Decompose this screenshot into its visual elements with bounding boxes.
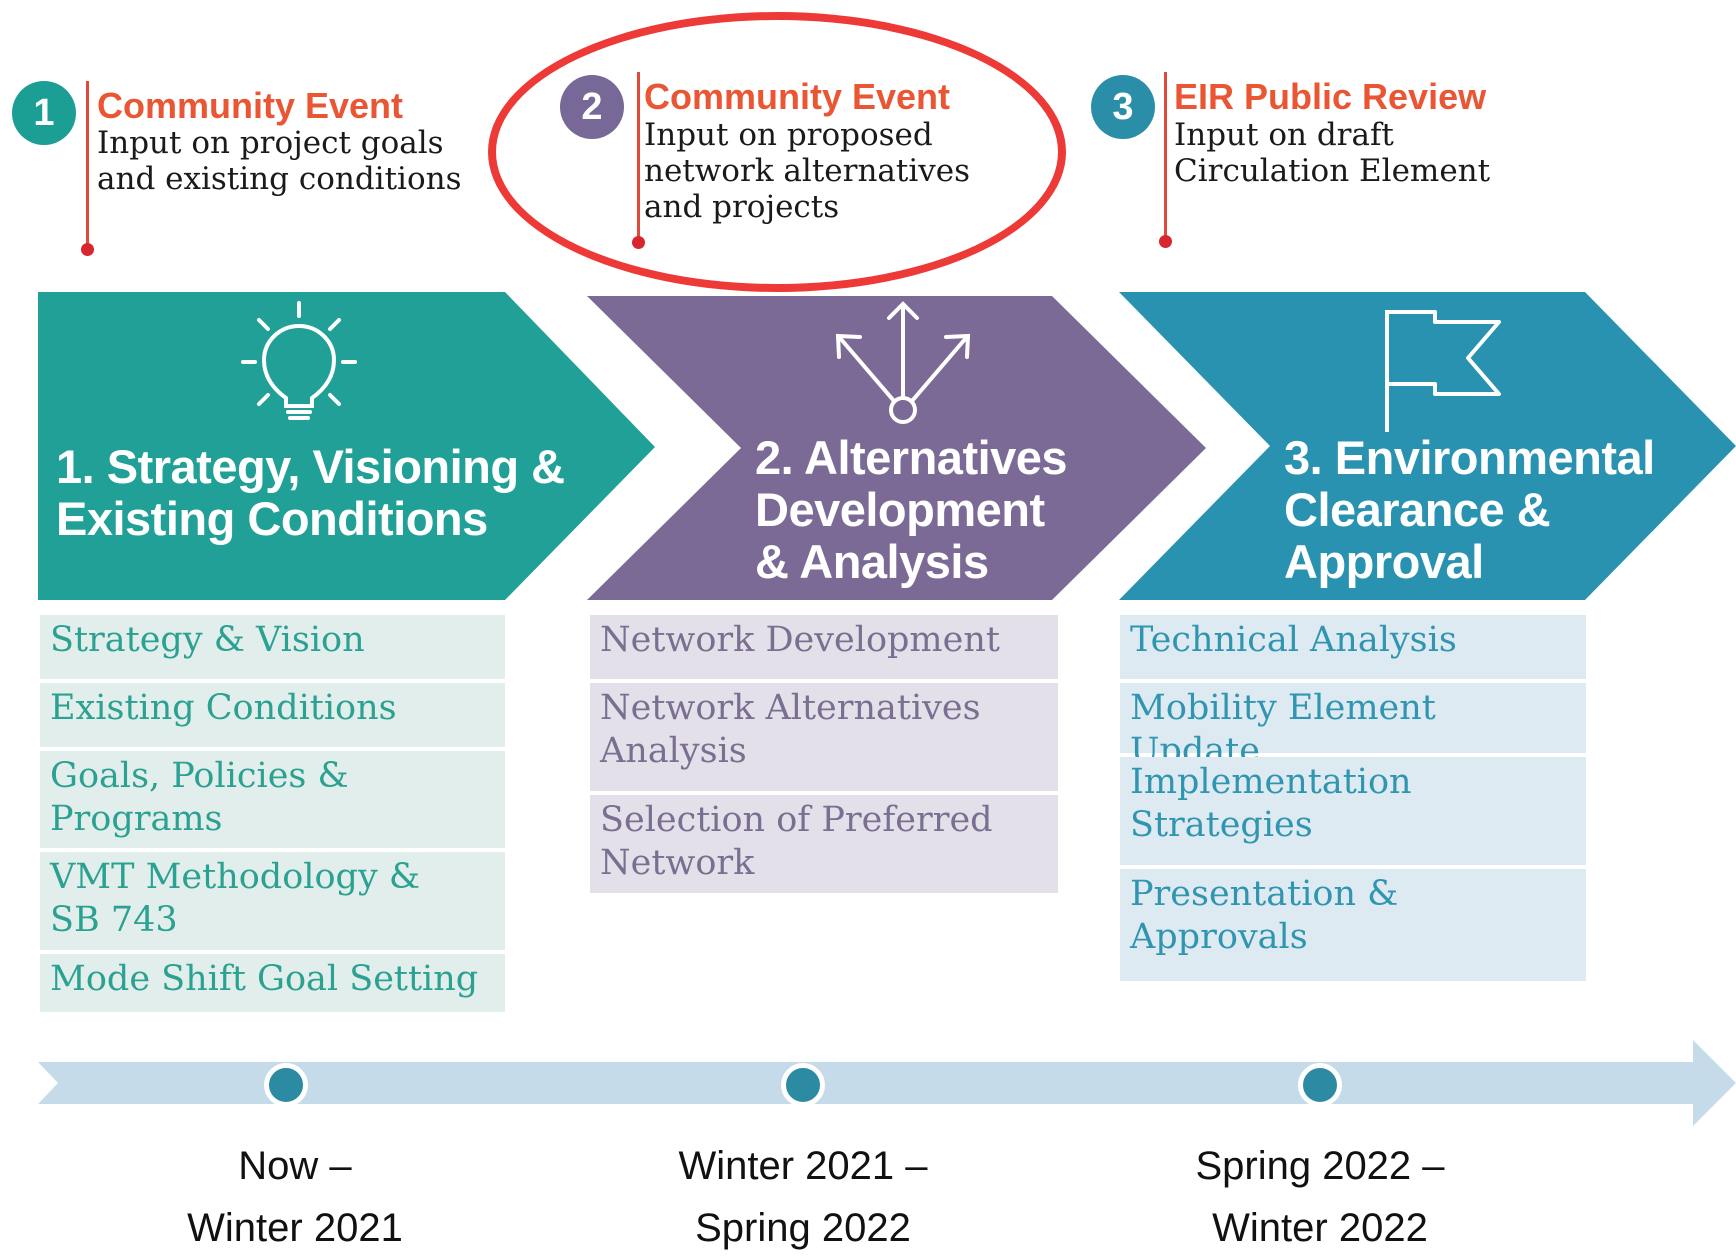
flag-icon — [1385, 310, 1501, 432]
phase-2-title: 2. Alternatives Development & Analysis — [755, 431, 1068, 588]
timeline-label: Winter 2021 – Spring 2022 — [678, 1144, 928, 1250]
event-marker-dot — [1159, 235, 1172, 248]
event-description: Input on proposed network alternatives a… — [644, 117, 971, 225]
event-marker-line — [1164, 72, 1167, 238]
task-item: Mode Shift Goal Setting — [40, 954, 505, 1012]
event-marker-line — [86, 81, 89, 244]
lightbulb-icon — [241, 301, 357, 420]
timeline-dot — [1298, 1063, 1342, 1107]
event-title: Community Event — [97, 85, 404, 126]
task-item: Network Alternatives Analysis — [590, 683, 1058, 791]
phase-3-title: 3. Environmental Clearance & Approval — [1284, 431, 1655, 588]
event-number-badge: 3 — [1091, 75, 1155, 139]
event-description: Input on project goals and existing cond… — [97, 125, 462, 197]
task-item: Technical Analysis — [1120, 615, 1586, 679]
phase-1-chevron — [38, 292, 655, 600]
event-title: EIR Public Review — [1174, 76, 1487, 117]
event-number-badge: 2 — [560, 75, 624, 139]
task-item: Implementation Strategies — [1120, 757, 1586, 865]
event-marker-line — [637, 72, 640, 238]
phase-1-title: 1. Strategy, Visioning & Existing Condit… — [56, 440, 565, 545]
branching-arrows-icon — [835, 301, 971, 424]
event-number-badge: 1 — [12, 81, 76, 145]
task-item: Presentation & Approvals — [1120, 869, 1586, 981]
phase-3-chevron — [1119, 292, 1736, 600]
timeline-dot — [781, 1063, 825, 1107]
highlight-ellipse — [488, 12, 1066, 292]
event-marker-dot — [632, 236, 645, 249]
task-item: VMT Methodology & SB 743 — [40, 852, 505, 950]
event-title: Community Event — [644, 76, 951, 117]
event-description: Input on draft Circulation Element — [1174, 117, 1491, 189]
timeline-dot — [264, 1063, 308, 1107]
event-marker-dot — [81, 243, 94, 256]
task-item: Existing Conditions — [40, 683, 505, 747]
task-item: Goals, Policies & Programs — [40, 751, 505, 848]
task-item: Strategy & Vision — [40, 615, 505, 679]
timeline-label: Spring 2022 – Winter 2022 — [1195, 1144, 1445, 1250]
task-item: Network Development — [590, 615, 1058, 679]
task-item: Selection of Preferred Network — [590, 795, 1058, 893]
timeline-label: Now – Winter 2021 — [187, 1144, 403, 1250]
phase-2-chevron — [587, 296, 1206, 600]
task-item: Mobility Element Update — [1120, 683, 1586, 771]
